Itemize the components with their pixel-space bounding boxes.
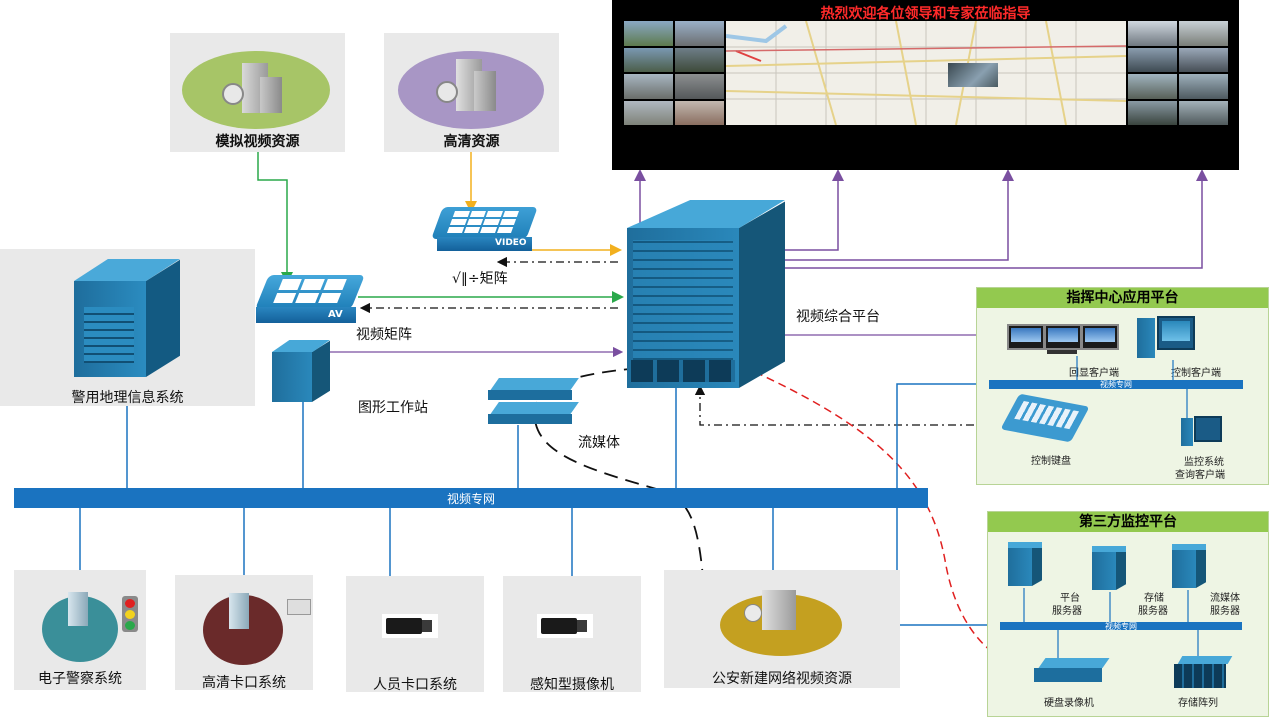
third-party-title: 第三方监控平台 bbox=[988, 512, 1268, 532]
wall-left-camera-grid bbox=[624, 21, 724, 125]
bottom-item-person-checkpoint: 人员卡口系统 bbox=[346, 576, 484, 693]
av-matrix-device: AV bbox=[255, 275, 365, 325]
platform-server-label-line1: 平台 bbox=[1060, 593, 1080, 604]
control-client-label: 控制客户端 bbox=[1171, 368, 1221, 379]
storage-array-label: 存储阵列 bbox=[1178, 698, 1218, 709]
wall-right-camera-grid bbox=[1128, 21, 1228, 125]
video-matrix-device: VIDEO bbox=[431, 207, 538, 252]
third-party-panel: 第三方监控平台 平台 服务器 存储 服务器 流媒体 服务器 视频专网 硬盘录像机 bbox=[987, 511, 1269, 717]
gis-server-icon bbox=[74, 259, 184, 377]
traffic-light-icon bbox=[122, 596, 138, 632]
control-keyboard-label: 控制键盘 bbox=[1031, 456, 1071, 467]
stream-server-icon bbox=[1172, 544, 1208, 588]
bottom-item-network-video: 公安新建网络视频资源 bbox=[664, 570, 900, 688]
platform-label: 视频综合平台 bbox=[796, 309, 880, 325]
camera-dome-icon bbox=[744, 604, 762, 622]
storage-array-icon bbox=[1174, 656, 1233, 688]
display-client-label: 回显客户端 bbox=[1069, 368, 1119, 379]
monitor-query-computer-icon bbox=[1181, 416, 1222, 448]
platform-server-label-line2: 服务器 bbox=[1052, 606, 1082, 617]
av-matrix-tile-label: AV bbox=[328, 309, 343, 320]
bottom-item-label: 高清卡口系统 bbox=[202, 675, 286, 691]
wall-map bbox=[726, 21, 1126, 125]
gis-panel: 警用地理信息系统 bbox=[0, 249, 255, 406]
building-icon bbox=[68, 592, 88, 626]
hd-source-panel: 高清资源 bbox=[384, 33, 559, 152]
command-center-bus-label: 视频专网 bbox=[1100, 380, 1132, 389]
dvr-label: 硬盘录像机 bbox=[1044, 698, 1094, 709]
control-client-computer-icon bbox=[1137, 316, 1195, 360]
bottom-item-label: 人员卡口系统 bbox=[373, 677, 457, 693]
command-center-panel: 指挥中心应用平台 回显客户端 控制客户端 视频专网 控制键盘 监控系统 查询客户… bbox=[976, 287, 1269, 485]
streaming-device bbox=[488, 378, 583, 430]
storage-server-icon bbox=[1092, 546, 1128, 590]
link-streaming-loop bbox=[533, 361, 706, 606]
link-keyboard-to-platform bbox=[694, 384, 1010, 426]
display-client-monitors-icon bbox=[1007, 324, 1119, 354]
streaming-label: 流媒体 bbox=[578, 435, 620, 451]
monitor-query-label-line1: 监控系统 bbox=[1184, 457, 1224, 468]
video-matrix-tile-label: VIDEO bbox=[495, 238, 527, 248]
camera-icon bbox=[287, 599, 311, 615]
wall-banner: 热烈欢迎各位领导和专家莅临指导 bbox=[820, 6, 1031, 22]
camera-icon bbox=[537, 614, 593, 638]
command-center-bus: 视频专网 bbox=[989, 380, 1243, 389]
hd-camera-building-icon bbox=[436, 55, 498, 115]
platform-server-icon bbox=[1008, 542, 1044, 586]
bottom-item-label: 电子警察系统 bbox=[38, 671, 122, 687]
main-network-bus-label: 视频专网 bbox=[446, 492, 495, 506]
small-matrix-label: √∥÷矩阵 bbox=[452, 271, 508, 287]
video-matrix-label: 视频矩阵 bbox=[356, 327, 412, 343]
platform-server bbox=[627, 200, 785, 388]
monitor-query-label-line2: 查询客户端 bbox=[1175, 470, 1225, 481]
video-wall: 热烈欢迎各位领导和专家莅临指导 bbox=[612, 0, 1239, 170]
link-platform-to-dvr bbox=[754, 371, 1036, 675]
third-party-bus-label: 视频专网 bbox=[1105, 622, 1137, 631]
building-icon bbox=[762, 590, 796, 630]
dvr-icon bbox=[1034, 658, 1110, 684]
building-icon bbox=[229, 593, 249, 629]
workstation-label: 图形工作站 bbox=[358, 400, 428, 416]
hd-source-label: 高清资源 bbox=[443, 134, 500, 150]
analog-source-panel: 模拟视频资源 bbox=[170, 33, 345, 152]
storage-server-label-line2: 服务器 bbox=[1138, 606, 1168, 617]
analog-source-label: 模拟视频资源 bbox=[215, 134, 300, 150]
bottom-item-e-police: 电子警察系统 bbox=[14, 570, 146, 690]
link-analog-to-matrix bbox=[257, 152, 293, 284]
stream-server-label-line1: 流媒体 bbox=[1210, 593, 1240, 604]
workstation-icon bbox=[272, 340, 332, 402]
storage-server-label-line1: 存储 bbox=[1144, 593, 1164, 604]
camera-icon bbox=[382, 614, 438, 638]
command-center-title: 指挥中心应用平台 bbox=[977, 288, 1268, 308]
bottom-item-smart-camera: 感知型摄像机 bbox=[503, 576, 641, 693]
analog-camera-building-icon bbox=[222, 59, 284, 115]
stream-server-label-line2: 服务器 bbox=[1210, 606, 1240, 617]
third-party-bus: 视频专网 bbox=[1000, 622, 1242, 631]
bottom-item-label: 感知型摄像机 bbox=[530, 677, 614, 693]
main-network-bus: 视频专网 bbox=[14, 488, 928, 508]
bottom-item-hd-checkpoint: 高清卡口系统 bbox=[175, 575, 313, 691]
gis-label: 警用地理信息系统 bbox=[71, 390, 184, 406]
wall-map-inset bbox=[948, 63, 998, 87]
bottom-item-label: 公安新建网络视频资源 bbox=[712, 671, 852, 687]
